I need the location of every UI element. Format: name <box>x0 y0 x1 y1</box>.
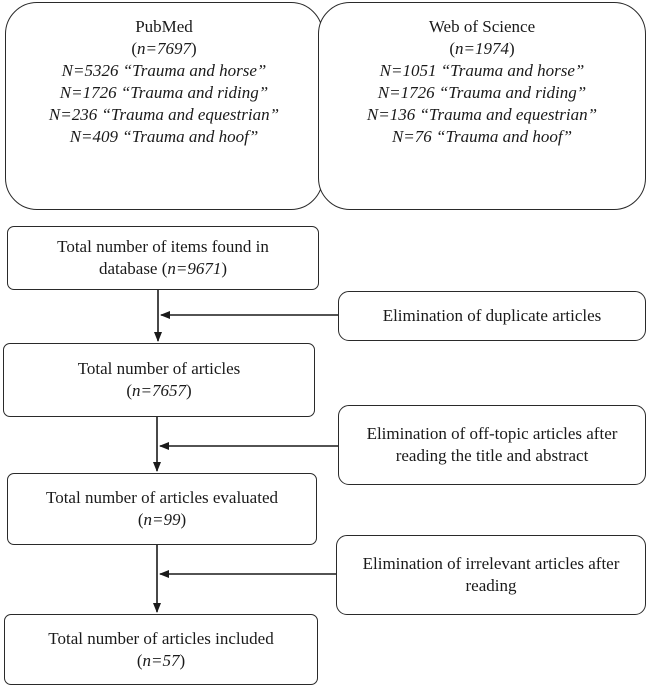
elimination-label: Elimination of off-topic articles after <box>366 424 618 443</box>
elimination-label: Elimination of duplicate articles <box>382 306 602 325</box>
db-total: (n=7697) <box>131 39 197 58</box>
elimination-label: reading the title and abstract <box>395 446 589 465</box>
db-query: N=136 “Trauma and equestrian” <box>366 105 598 124</box>
step-count: database (n=9671) <box>98 259 228 278</box>
step-label: Total number of articles <box>77 359 241 378</box>
elimination-irrelevant-box: Elimination of irrelevant articles after… <box>336 535 646 615</box>
elimination-duplicates-box: Elimination of duplicate articles <box>338 291 646 341</box>
db-query: N=1051 “Trauma and horse” <box>379 61 585 80</box>
pubmed-source-box: PubMed (n=7697) N=5326 “Trauma and horse… <box>5 2 323 210</box>
db-query: N=236 “Trauma and equestrian” <box>48 105 280 124</box>
db-query: N=5326 “Trauma and horse” <box>61 61 267 80</box>
elimination-label: reading <box>465 576 517 595</box>
web-of-science-source-box: Web of Science (n=1974) N=1051 “Trauma a… <box>318 2 646 210</box>
db-query: N=1726 “Trauma and riding” <box>377 83 587 102</box>
step-count: (n=99) <box>137 510 187 529</box>
elimination-off-topic-box: Elimination of off-topic articles after … <box>338 405 646 485</box>
step-total-articles-box: Total number of articles (n=7657) <box>3 343 315 417</box>
db-total: (n=1974) <box>449 39 515 58</box>
db-title: Web of Science <box>428 17 536 36</box>
elimination-label: Elimination of irrelevant articles after <box>362 554 620 573</box>
step-label: Total number of articles evaluated <box>46 488 278 507</box>
step-articles-included-box: Total number of articles included (n=57) <box>4 614 318 685</box>
step-count: (n=7657) <box>126 381 192 400</box>
db-query: N=409 “Trauma and hoof” <box>69 127 259 146</box>
db-title: PubMed <box>135 17 193 36</box>
step-items-found-box: Total number of items found in database … <box>7 226 319 290</box>
step-articles-evaluated-box: Total number of articles evaluated (n=99… <box>7 473 317 545</box>
db-query: N=1726 “Trauma and riding” <box>59 83 269 102</box>
db-query: N=76 “Trauma and hoof” <box>391 127 573 146</box>
step-label: Total number of articles included <box>48 628 274 648</box>
step-label: Total number of items found in <box>57 237 269 256</box>
step-count: (n=57) <box>136 650 186 670</box>
